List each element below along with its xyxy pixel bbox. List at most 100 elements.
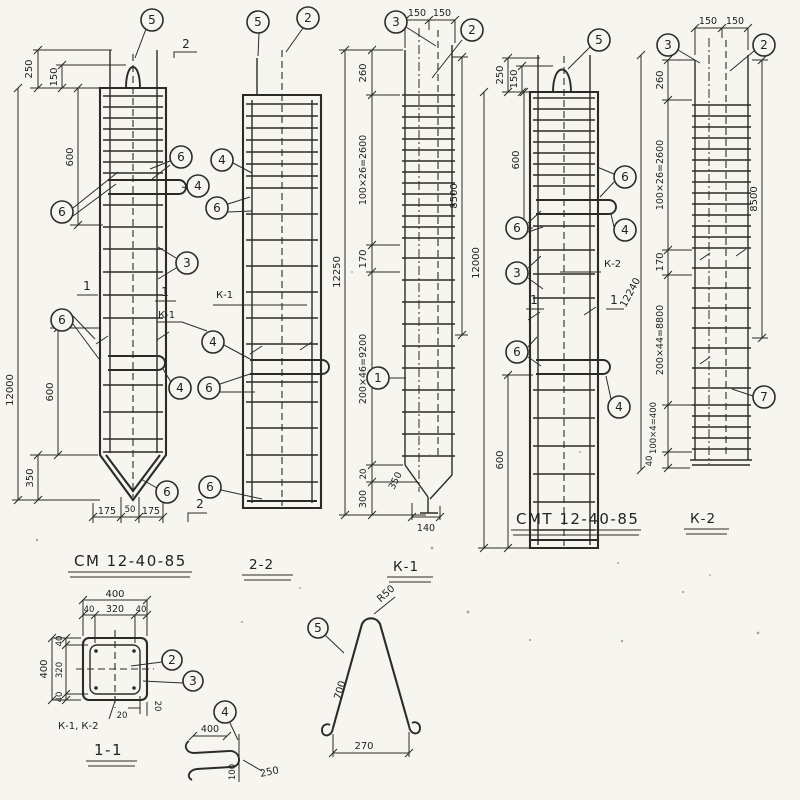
- longitudinal-bars: [537, 55, 591, 545]
- svg-text:4: 4: [218, 153, 226, 167]
- callout-leaders: [213, 27, 307, 500]
- dim-260: 260: [655, 70, 666, 89]
- loop-end-hooks: [321, 721, 421, 737]
- dim-170: 170: [358, 249, 369, 268]
- dim-150-left: 150: [699, 16, 717, 27]
- right-dimension-8500: [452, 52, 468, 340]
- dim-350: 350: [25, 468, 36, 487]
- dim-600-top: 600: [65, 147, 76, 166]
- callout-leaders: [389, 26, 463, 379]
- section-axes: [76, 630, 154, 708]
- dim-pitch-bottom: 100×4=400: [649, 402, 659, 454]
- dim-400-side: 400: [39, 659, 50, 678]
- splice-break-marks: [527, 306, 597, 321]
- title-underline: [86, 760, 137, 767]
- view-title-k2: К-2: [690, 511, 716, 527]
- callout-leaders: [527, 46, 615, 400]
- svg-text:2: 2: [468, 23, 476, 37]
- dim-pitch-main: 200×44=8800: [655, 305, 666, 375]
- callout-6-lower: 6: [50, 308, 74, 332]
- dim-40-left: 40: [84, 605, 95, 615]
- ties-sparse: [692, 267, 751, 389]
- ties-lower: [246, 381, 318, 483]
- dimension-lines: [188, 722, 263, 782]
- callout-6-bottom: 6: [198, 475, 222, 499]
- view-title-cm: СМ 12-40-85: [74, 552, 187, 570]
- dim-150-left: 150: [408, 8, 426, 19]
- callout-5: 5: [587, 28, 611, 52]
- cage-bars: [251, 58, 313, 503]
- dim-40: 40: [645, 456, 655, 467]
- title-underline: [68, 571, 192, 578]
- dim-20: 20: [359, 469, 369, 480]
- callout-5: 5: [140, 8, 164, 32]
- svg-text:5: 5: [148, 13, 156, 27]
- label-k1: К-1: [158, 310, 175, 321]
- dim-50: 50: [125, 505, 136, 515]
- dim-pitch-top: 100×26=2600: [655, 140, 666, 210]
- dim-cover-20-a: 20: [117, 711, 128, 721]
- splice-break-marks: [249, 341, 313, 355]
- dim-260: 260: [358, 63, 369, 82]
- svg-text:3: 3: [392, 15, 400, 29]
- section-mark-1-right: 1: [161, 285, 169, 299]
- callout-6-left: 6: [50, 200, 74, 224]
- dim-600-top: 600: [511, 150, 522, 169]
- dim-pitch-top: 100×26=2600: [358, 135, 369, 205]
- svg-text:6: 6: [513, 345, 521, 359]
- callout-3: 3: [384, 10, 408, 34]
- cage-bars: [404, 45, 453, 475]
- svg-text:6: 6: [58, 313, 66, 327]
- ties-sparse: [402, 257, 455, 457]
- hook-bar-lower: [536, 359, 611, 375]
- svg-text:4: 4: [221, 705, 229, 719]
- svg-text:7: 7: [760, 390, 768, 404]
- dim-12240: 12240: [618, 276, 643, 309]
- view-pile-cm: 250 150 600 12000 600 350 175 50 175 2 2…: [5, 8, 210, 578]
- callout-3: 3: [175, 251, 199, 275]
- svg-text:6: 6: [206, 480, 214, 494]
- top-dimension: [400, 15, 460, 48]
- ties-dense-top: [692, 104, 751, 249]
- title-underline: [511, 529, 641, 536]
- dimension-lines: [12, 45, 126, 505]
- dim-r50: R50: [375, 583, 397, 604]
- dim-150-right: 150: [726, 16, 744, 27]
- svg-text:4: 4: [194, 179, 202, 193]
- dim-250: 250: [495, 65, 506, 84]
- hook-bar-lower: [108, 355, 166, 371]
- dim-175-left: 175: [98, 506, 116, 517]
- callout-4: 4: [213, 700, 237, 724]
- hook-bar-upper: [536, 199, 617, 215]
- pile-outline: [98, 86, 168, 502]
- spiral-ties-dense: [533, 97, 595, 187]
- longitudinal-bars: [109, 50, 158, 453]
- dim-700: 700: [333, 680, 349, 701]
- dim-150-right: 150: [433, 8, 451, 19]
- title-underline: [387, 576, 433, 583]
- ties-middle: [246, 213, 318, 345]
- section-mark-2-bottom: 2: [196, 497, 204, 511]
- section-mark-lines: [77, 51, 207, 522]
- svg-text:5: 5: [595, 33, 603, 47]
- dim-400: 400: [201, 724, 219, 735]
- view-title-2-2: 2-2: [249, 557, 274, 573]
- ties-middle: [533, 225, 595, 299]
- ties-lower: [103, 384, 163, 453]
- callout-4-hook: 4: [186, 174, 210, 198]
- svg-text:4: 4: [209, 335, 217, 349]
- corner-bar-dots: [94, 649, 136, 690]
- lifting-loop: [552, 68, 572, 93]
- dim-270: 270: [354, 741, 373, 752]
- callout-4-right: 4: [613, 218, 637, 242]
- ties-middle: [103, 204, 163, 319]
- ties-lower: [533, 389, 595, 531]
- svg-text:4: 4: [176, 381, 184, 395]
- callout-4-top: 4: [210, 148, 234, 172]
- view-pile-cmt: 250 150 600 12000 600 1 1 К-2 СМТ 12-40-…: [471, 28, 641, 553]
- k1-leader-line: [157, 321, 208, 332]
- dim-150: 150: [509, 69, 520, 88]
- label-k2: К-2: [604, 259, 621, 270]
- spiral-ties-dense: [103, 95, 163, 174]
